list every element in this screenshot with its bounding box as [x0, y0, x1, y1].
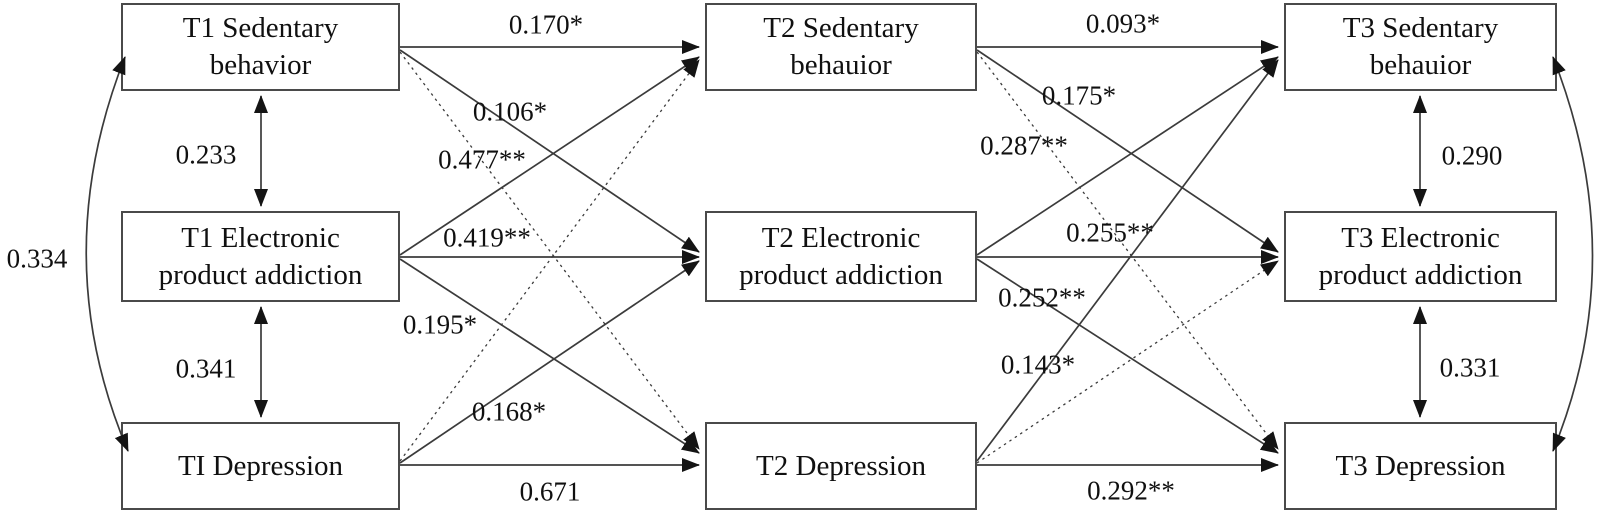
coef-t1dep-t2elec: 0.168*	[471, 396, 547, 427]
box-t1-electronic: T1 Electronic product addiction	[121, 211, 400, 302]
coef-t2elec-t3dep: 0.252**	[998, 282, 1086, 313]
coef-corr-t1-sed-dep: 0.334	[6, 243, 68, 274]
coef-corr-t3-elec-dep: 0.331	[1439, 352, 1501, 383]
coef-t2sed-t3elec: 0.175*	[1041, 80, 1117, 111]
box-t2-depression-line1: T2 Depression	[756, 449, 926, 482]
box-t1-sedentary: T1 Sedentary behavior	[121, 3, 400, 91]
coef-t1elec-t2sed: 0.477**	[438, 144, 526, 175]
box-t3-sedentary-line1: T3 Sedentary	[1342, 12, 1499, 45]
box-t2-depression: T2 Depression	[705, 422, 977, 510]
box-t3-depression-line1: T3 Depression	[1335, 449, 1506, 482]
box-t2-electronic-line1: T2 Electronic	[761, 221, 921, 254]
coef-corr-t3-sed-elec: 0.290	[1441, 140, 1503, 171]
box-t3-sedentary-line2: behauior	[1369, 49, 1472, 81]
box-t3-depression: T3 Depression	[1284, 422, 1557, 510]
coef-t1sed-t2elec: 0.106*	[472, 96, 548, 127]
coef-t1sed-t2sed: 0.170*	[508, 9, 584, 40]
box-t1-sedentary-line1: T1 Sedentary	[182, 12, 339, 45]
box-t2-electronic-line2: product addiction	[739, 258, 943, 291]
box-t2-sedentary-line2: behauior	[790, 49, 892, 81]
box-t1-electronic-line2: product addiction	[158, 258, 363, 291]
coef-t2dep-t3sed: 0.143*	[1000, 349, 1076, 380]
coef-t1elec-t2elec: 0.419**	[443, 222, 531, 253]
coef-t1elec-t2dep: 0.195*	[402, 309, 478, 340]
coef-corr-t1-elec-dep: 0.341	[175, 353, 237, 384]
coef-t2dep-t3dep: 0.292**	[1087, 475, 1175, 506]
box-t2-electronic: T2 Electronic product addiction	[705, 211, 977, 302]
box-t1-depression-line1: TI Depression	[177, 449, 344, 482]
box-t2-sedentary: T2 Sedentary behauior	[705, 3, 977, 91]
box-t3-electronic: T3 Electronic product addiction	[1284, 211, 1557, 302]
box-t3-sedentary: T3 Sedentary behauior	[1284, 3, 1557, 91]
box-t3-electronic-line2: product addiction	[1318, 258, 1523, 291]
coef-t1dep-t2dep: 0.671	[519, 476, 581, 507]
coef-t2elec-t3sed: 0.287**	[980, 130, 1068, 161]
box-t2-sedentary-line1: T2 Sedentary	[763, 12, 919, 45]
coef-corr-t1-sed-elec: 0.233	[175, 139, 237, 170]
coef-t2sed-t3sed: 0.093*	[1085, 8, 1161, 39]
box-t3-electronic-line1: T3 Electronic	[1341, 221, 1500, 254]
coef-t2elec-t3elec: 0.255**	[1066, 217, 1154, 248]
box-t1-depression: TI Depression	[121, 422, 400, 510]
box-t1-electronic-line1: T1 Electronic	[181, 221, 340, 254]
box-t1-sedentary-line2: behavior	[209, 49, 312, 81]
